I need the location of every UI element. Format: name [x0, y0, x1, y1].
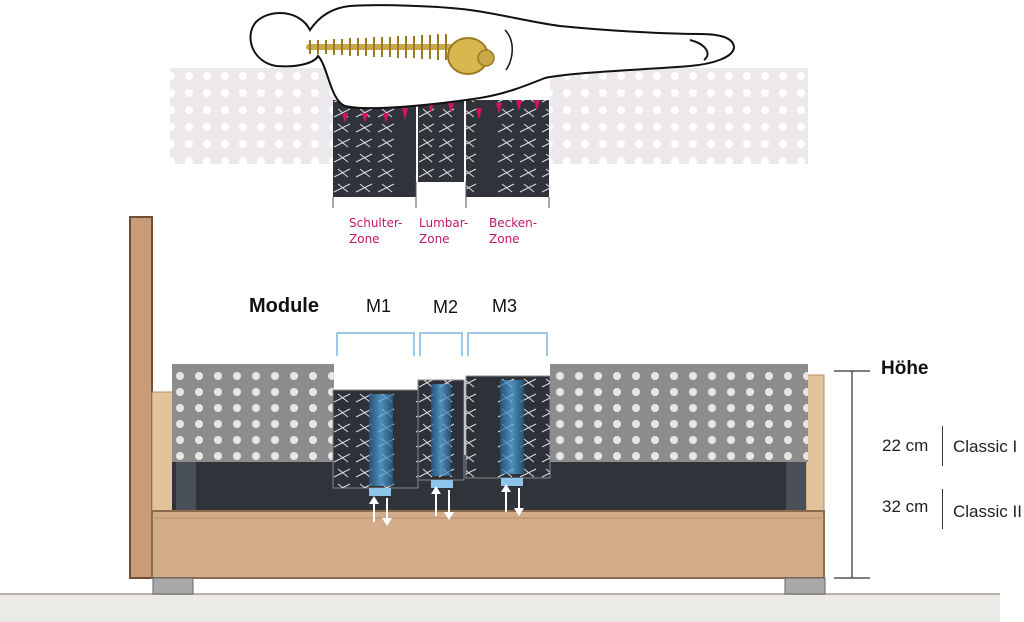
- spring-module-m3: [465, 375, 551, 479]
- module-brackets: [336, 332, 548, 356]
- spring-module-m1: [332, 389, 419, 489]
- pressure-arrow-icon: [342, 100, 540, 123]
- height-model-classic-1: Classic I: [953, 437, 1018, 456]
- top-foam-dots-left: [170, 68, 335, 164]
- spine-icon: [306, 34, 495, 75]
- vertical-arrow-icon: [369, 478, 524, 526]
- zone-label-lumbar: Lumbar- Zone: [419, 215, 468, 247]
- modules-title: Module: [249, 295, 319, 317]
- height-size-classic-2: 32 cm: [882, 497, 929, 516]
- bed-side-left: [151, 391, 175, 513]
- zone-label-shoulder-line2: Zone: [349, 232, 380, 246]
- height-model-classic-2: Classic II: [953, 502, 1022, 521]
- module-label-m1: M1: [366, 296, 392, 316]
- bed-foot-left: [152, 577, 194, 595]
- height-title: Höhe: [881, 358, 929, 379]
- bed-frame: [151, 510, 825, 579]
- spring-module-m2: [417, 379, 465, 481]
- zone-label-shoulder-line1: Schulter-: [349, 216, 403, 230]
- top-foam-dots-right: [550, 68, 808, 164]
- height-divider-1: [942, 426, 943, 466]
- zone-label-shoulder: Schulter- Zone: [349, 215, 402, 247]
- zone-label-pelvis-line1: Becken-: [489, 216, 538, 230]
- module-label-m3: M3: [492, 296, 518, 316]
- zone-label-lumbar-line2: Zone: [419, 232, 450, 246]
- zone-label-pelvis: Becken- Zone: [489, 215, 537, 247]
- headboard: [129, 216, 153, 579]
- module-label-m2: M2: [433, 297, 459, 317]
- bed-side-right: [805, 374, 825, 513]
- floor: [0, 594, 1000, 622]
- height-divider-2: [942, 489, 943, 529]
- bed-illustration: [0, 216, 1000, 622]
- bed-foot-right: [784, 577, 826, 595]
- zone-label-lumbar-line1: Lumbar-: [419, 216, 469, 230]
- height-size-classic-1: 22 cm: [882, 436, 929, 455]
- top-mattress-illustration: [170, 4, 808, 208]
- zone-label-pelvis-line2: Zone: [489, 232, 520, 246]
- height-dimension-line: [834, 370, 870, 579]
